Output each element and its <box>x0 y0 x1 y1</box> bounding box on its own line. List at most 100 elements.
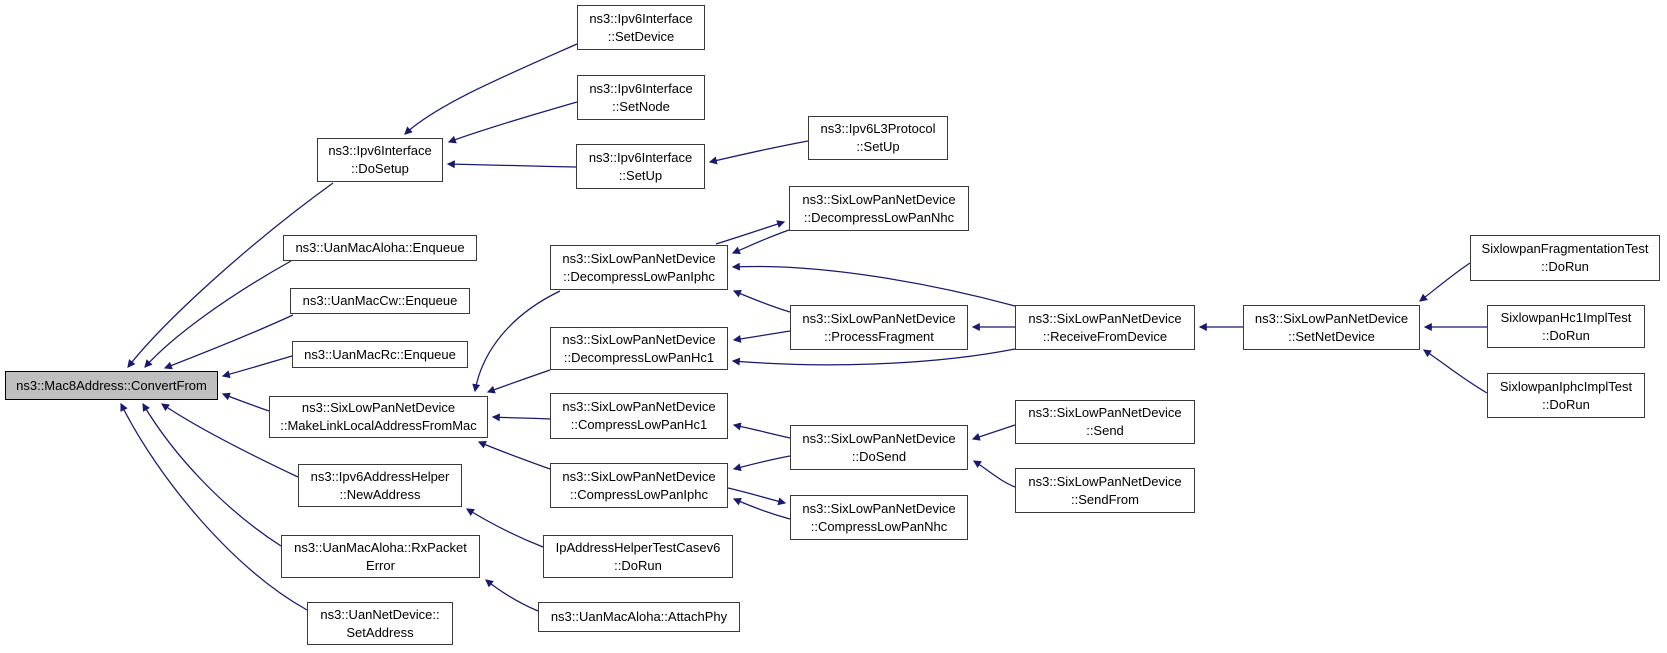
node-label-line: Error <box>366 557 395 573</box>
node-label-line: ns3::UanNetDevice:: <box>320 606 440 622</box>
node-label-line: ns3::SixLowPanNetDevice <box>1028 405 1182 420</box>
node-label-line: ns3::Mac8Address::ConvertFrom <box>16 377 207 393</box>
node-setnetdevice[interactable]: ns3::SixLowPanNetDevice::SetNetDevice <box>1243 305 1420 350</box>
node-dec-hc1[interactable]: ns3::SixLowPanNetDevice::DecompressLowPa… <box>550 327 728 370</box>
node-label-line: ::CompressLowPanHc1 <box>570 417 708 432</box>
edge-newaddress-to-convertfrom <box>161 403 299 478</box>
node-label-line: ::SetNetDevice <box>1288 328 1375 344</box>
node-label-line: SixlowpanHc1ImplTest <box>1500 309 1632 325</box>
node-setaddress[interactable]: ns3::UanNetDevice::SetAddress <box>307 602 453 645</box>
edge-setup-l3-to-setup-if <box>708 140 809 165</box>
edge-comp-iphc-to-comp-nhc <box>727 487 787 506</box>
node-dec-iphc[interactable]: ns3::SixLowPanNetDevice::DecompressLowPa… <box>550 245 728 290</box>
edge-setaddress-to-convertfrom <box>120 402 308 611</box>
edge-dec-nhc-to-dec-iphc <box>731 229 790 255</box>
edge-setup-if-to-dosetup <box>446 160 577 169</box>
edge-comp-nhc-to-comp-iphc <box>732 497 791 520</box>
node-label-line: ::MakeLinkLocalAddressFromMac <box>280 418 477 433</box>
node-label-line: ::Send <box>1086 423 1124 438</box>
node-newaddress[interactable]: ns3::Ipv6AddressHelper::NewAddress <box>298 464 462 507</box>
node-label-line: ns3::Ipv6Interface <box>328 143 432 158</box>
node-fragtest[interactable]: SixlowpanFragmentationTest::DoRun <box>1470 235 1660 281</box>
node-label-line: ::DoSetup <box>351 161 409 176</box>
edge-dec-iphc-to-makelinklocal <box>472 290 561 393</box>
node-label-line: ::DoRun <box>1542 396 1590 412</box>
edge-makelinklocal-to-convertfrom <box>221 392 270 412</box>
node-setdevice[interactable]: ns3::Ipv6Interface::SetDevice <box>577 5 705 50</box>
node-label-line: ns3::UanMacAloha::Enqueue <box>295 240 465 255</box>
node-label-line: ns3::SixLowPanNetDevice <box>1028 473 1182 489</box>
node-label-line: ns3::SixLowPanNetDevice <box>1028 310 1182 326</box>
node-aloha-enqueue[interactable]: ns3::UanMacAloha::Enqueue <box>283 235 477 261</box>
node-label-line: ::DecompressLowPanNhc <box>803 209 955 225</box>
node-label-line: ::SetUp <box>856 139 900 154</box>
node-dosend[interactable]: ns3::SixLowPanNetDevice::DoSend <box>790 425 968 470</box>
edge-dosend-to-comp-iphc <box>732 455 791 472</box>
edge-setnode-to-dosetup <box>447 101 578 144</box>
edge-comp-iphc-to-makelinklocal <box>477 441 551 470</box>
node-label-line: ::ReceiveFromDevice <box>1042 328 1168 344</box>
edge-rxpacketerror-to-convertfrom <box>142 402 282 547</box>
node-label-line: SixlowpanFragmentationTest <box>1481 241 1649 256</box>
node-label-line: ns3::SixLowPanNetDevice <box>562 331 716 347</box>
node-label-line: ns3::SixLowPanNetDevice <box>802 500 956 516</box>
node-iphctest[interactable]: SixlowpanIphcImplTest::DoRun <box>1487 373 1645 418</box>
node-label-line: ns3::SixLowPanNetDevice <box>562 468 716 484</box>
edge-attachphy-to-rxpacketerror <box>485 579 539 612</box>
node-hc1test[interactable]: SixlowpanHc1ImplTest::DoRun <box>1487 305 1645 348</box>
node-label-line: ns3::SixLowPanNetDevice <box>562 399 716 414</box>
edge-dosend-to-comp-hc1 <box>732 422 791 439</box>
node-label-line: ns3::UanMacAloha::RxPacket <box>294 539 467 555</box>
node-cw-enqueue[interactable]: ns3::UanMacCw::Enqueue <box>290 288 470 314</box>
edge-dosetup-to-convertfrom <box>127 182 334 368</box>
node-setup-l3[interactable]: ns3::Ipv6L3Protocol::SetUp <box>808 116 948 160</box>
edge-cw-enqueue-to-convertfrom <box>163 314 294 370</box>
node-label-line: ns3::Ipv6Interface <box>588 149 693 165</box>
node-makelinklocal[interactable]: ns3::SixLowPanNetDevice::MakeLinkLocalAd… <box>269 396 488 438</box>
node-label-line: ::ProcessFragment <box>824 328 934 344</box>
node-setnode[interactable]: ns3::Ipv6Interface::SetNode <box>577 75 705 120</box>
node-label-line: ns3::SixLowPanNetDevice <box>802 191 956 207</box>
edge-ipaddrtest-to-newaddress <box>465 508 544 548</box>
node-label-line: ::SetNode <box>612 98 670 114</box>
node-rc-enqueue[interactable]: ns3::UanMacRc::Enqueue <box>292 341 468 368</box>
node-label-line: ns3::Ipv6Interface <box>589 10 693 26</box>
node-label-line: ns3::SixLowPanNetDevice <box>1254 310 1409 326</box>
node-dec-nhc[interactable]: ns3::SixLowPanNetDevice::DecompressLowPa… <box>789 186 969 231</box>
node-attachphy[interactable]: ns3::UanMacAloha::AttachPhy <box>538 602 740 632</box>
node-label-line: ::DoRun <box>1542 327 1590 343</box>
node-label-line: ::CompressLowPanIphc <box>569 486 708 502</box>
node-label-line: IpAddressHelperTestCasev6 <box>555 539 721 555</box>
edge-fragtest-to-setnetdevice <box>1419 262 1471 302</box>
node-label-line: ::SendFrom <box>1071 491 1139 507</box>
node-label-line: ns3::Ipv6Interface <box>589 80 693 96</box>
node-comp-hc1[interactable]: ns3::SixLowPanNetDevice::CompressLowPanH… <box>550 393 728 439</box>
node-label-line: ns3::SixLowPanNetDevice <box>802 430 956 446</box>
node-label-line: ns3::Ipv6AddressHelper <box>310 468 450 484</box>
node-label-line: ::DoRun <box>1541 259 1589 274</box>
node-label-line: SetAddress <box>346 624 414 640</box>
node-label-line: ns3::SixLowPanNetDevice <box>301 400 456 415</box>
node-sendfrom[interactable]: ns3::SixLowPanNetDevice::SendFrom <box>1015 468 1195 513</box>
node-label-line: ::SetDevice <box>607 28 675 44</box>
node-processfragment[interactable]: ns3::SixLowPanNetDevice::ProcessFragment <box>790 305 968 350</box>
node-receivefromdevice[interactable]: ns3::SixLowPanNetDevice::ReceiveFromDevi… <box>1015 305 1195 350</box>
edge-comp-hc1-to-makelinklocal <box>491 413 551 422</box>
node-label-line: ns3::UanMacRc::Enqueue <box>304 346 456 362</box>
node-label-line: ::DoSend <box>851 448 907 464</box>
node-send[interactable]: ns3::SixLowPanNetDevice::Send <box>1015 400 1195 444</box>
edge-processfragment-to-dec-hc1 <box>732 330 791 343</box>
edge-setdevice-to-dosetup <box>404 43 578 135</box>
node-comp-nhc[interactable]: ns3::SixLowPanNetDevice::CompressLowPanN… <box>790 495 968 540</box>
edge-sendfrom-to-dosend <box>972 460 1016 488</box>
node-setup-if[interactable]: ns3::Ipv6Interface::SetUp <box>576 144 705 189</box>
node-comp-iphc[interactable]: ns3::SixLowPanNetDevice::CompressLowPanI… <box>550 463 728 508</box>
node-label-line: ::CompressLowPanNhc <box>810 518 948 534</box>
node-ipaddrtest[interactable]: IpAddressHelperTestCasev6::DoRun <box>543 535 733 578</box>
node-dosetup[interactable]: ns3::Ipv6Interface::DoSetup <box>317 138 443 182</box>
edge-rc-enqueue-to-convertfrom <box>221 355 293 379</box>
edge-dec-hc1-to-makelinklocal <box>486 369 551 394</box>
